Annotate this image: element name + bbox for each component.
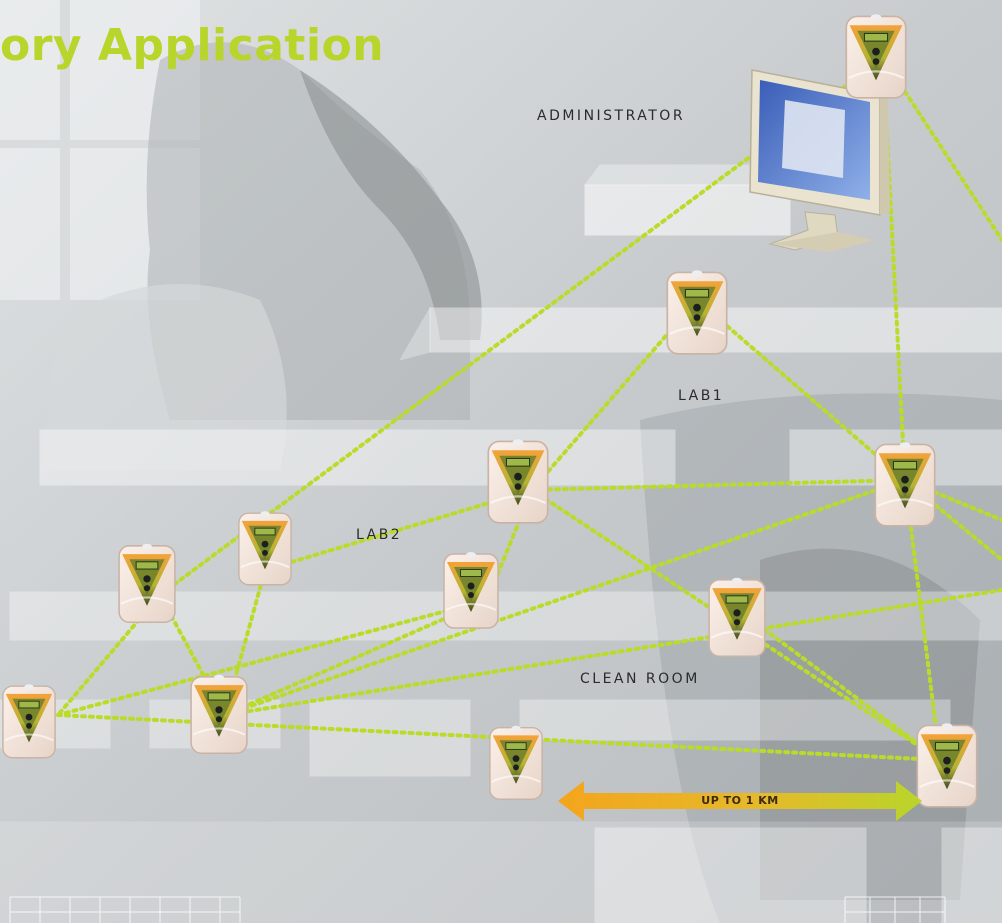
range-label: UP TO 1 KM	[701, 794, 779, 807]
range-arrow	[558, 781, 922, 821]
lab1-label: LAB1	[678, 388, 725, 404]
clean-room-label: CLEAN ROOM	[580, 671, 700, 687]
computer-monitor-icon	[749, 69, 890, 252]
lab2-label: LAB2	[356, 527, 403, 543]
range-indicator: UP TO 1 KM	[558, 781, 922, 821]
administrator-label: ADMINISTRATOR	[537, 108, 686, 124]
page-title: ory Application	[0, 20, 385, 71]
